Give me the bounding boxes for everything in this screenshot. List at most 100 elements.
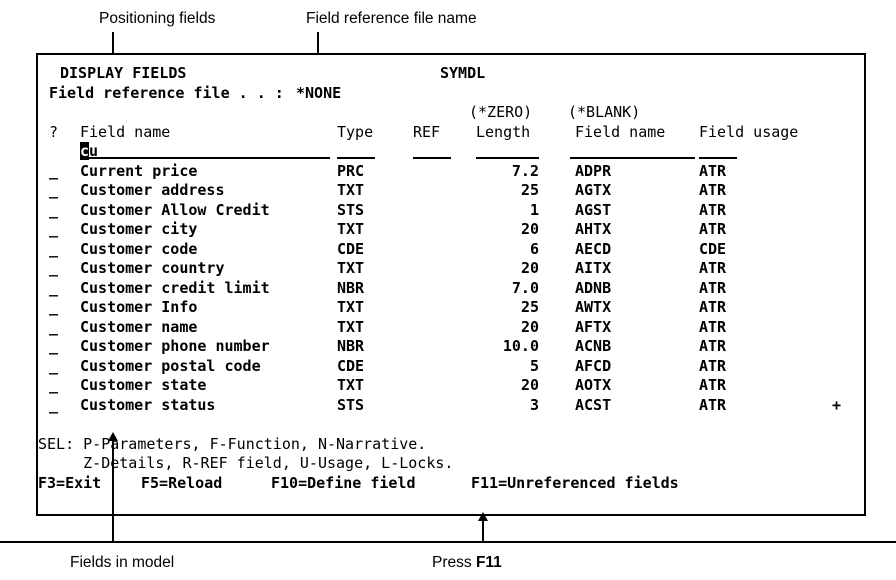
- terminal-row-spacer: [49, 415, 860, 435]
- position-to-input[interactable]: cu: [80, 142, 98, 162]
- row-select-field[interactable]: _: [49, 298, 59, 316]
- rule-type: [337, 157, 375, 159]
- rule-ref: [413, 157, 451, 159]
- row-select-field[interactable]: _: [49, 259, 59, 277]
- terminal-row-column-headers: ? Field name Type REF Length Field name …: [49, 123, 860, 143]
- row-type: CDE: [337, 239, 365, 258]
- row-field-usage: ATR: [699, 200, 727, 219]
- row-type: NBR: [337, 337, 365, 355]
- fieldref-value[interactable]: *NONE: [296, 83, 342, 102]
- row-field-usage: ATR: [699, 298, 727, 316]
- row-ref-field-name: AFCD: [575, 356, 612, 375]
- row-select-field[interactable]: _: [49, 278, 59, 297]
- row-field-usage: ATR: [699, 395, 727, 414]
- row-ref-field-name: ACST: [575, 395, 612, 414]
- row-field-name: Customer phone number: [80, 337, 270, 355]
- position-to-text: u: [89, 142, 99, 160]
- row-length: 20: [520, 376, 539, 394]
- row-select-field[interactable]: _: [49, 317, 59, 336]
- row-select-field[interactable]: _: [49, 376, 59, 394]
- row-type: CDE: [337, 356, 365, 375]
- row-ref-field-name: AFTX: [575, 317, 612, 336]
- leader-press-f11: [482, 520, 484, 541]
- row-select-field[interactable]: _: [49, 356, 59, 375]
- row-select-field[interactable]: _: [49, 200, 59, 219]
- row-field-usage: CDE: [699, 239, 727, 258]
- rule-field-usage: [699, 157, 737, 159]
- screen-title: DISPLAY FIELDS: [60, 64, 187, 82]
- row-field-usage: ATR: [699, 337, 727, 355]
- row-length: 1: [529, 200, 539, 219]
- terminal-row-position-entry: cu: [49, 142, 860, 162]
- row-field-usage: ATR: [699, 220, 727, 238]
- row-field-name: Customer address: [80, 181, 225, 199]
- row-length: 3: [529, 395, 539, 414]
- row-select-field[interactable]: _: [49, 395, 59, 414]
- row-ref-field-name: ADNB: [575, 278, 612, 297]
- row-select-field[interactable]: _: [49, 161, 59, 180]
- column-header-type: Type: [337, 122, 374, 141]
- row-field-usage: ATR: [699, 278, 727, 297]
- row-ref-field-name: AOTX: [575, 376, 612, 394]
- row-field-usage: ATR: [699, 376, 727, 394]
- row-type: PRC: [337, 161, 365, 180]
- row-ref-field-name: AITX: [575, 259, 612, 277]
- row-type: NBR: [337, 278, 365, 297]
- row-select-field[interactable]: _: [49, 181, 59, 199]
- callout-fields-in-model: Fields in model: [70, 554, 175, 571]
- row-field-name: Customer credit limit: [80, 278, 270, 297]
- terminal-row-group-headers: (*ZERO) (*BLANK): [49, 103, 860, 123]
- row-ref-field-name: ACNB: [575, 337, 612, 355]
- row-length: 7.0: [511, 278, 539, 297]
- row-field-name: Customer Info: [80, 298, 198, 316]
- fieldref-label: Field reference file . . :: [49, 83, 284, 102]
- row-ref-field-name: AWTX: [575, 298, 612, 316]
- rule-field-name: [80, 157, 330, 159]
- row-field-name: Customer status: [80, 395, 216, 414]
- group-header-blank: (*BLANK): [568, 103, 641, 121]
- column-header-select: ?: [49, 122, 59, 141]
- row-field-name: Customer postal code: [80, 356, 261, 375]
- terminal-panel: DISPLAY FIELDS SYMDL Field reference fil…: [36, 53, 866, 516]
- row-field-usage: ATR: [699, 259, 727, 277]
- row-select-field[interactable]: _: [49, 337, 59, 355]
- row-length: 5: [529, 356, 539, 375]
- function-key-f5[interactable]: F5=Reload: [141, 473, 223, 492]
- terminal-row-title: DISPLAY FIELDS SYMDL: [49, 64, 860, 84]
- row-length: 25: [520, 181, 539, 199]
- row-field-usage: ATR: [699, 317, 727, 336]
- terminal-row-function-keys: F3=Exit F5=Reload F10=Define field F11=U…: [38, 473, 860, 494]
- row-field-name: Customer name: [80, 317, 198, 336]
- function-key-f11[interactable]: F11=Unreferenced fields: [471, 473, 679, 492]
- row-ref-field-name: ADPR: [575, 161, 612, 180]
- table-row: _ Customer Info TXT 25 AWTX ATR: [49, 298, 860, 318]
- terminal-screen: DISPLAY FIELDS SYMDL Field reference fil…: [38, 64, 860, 514]
- row-field-name: Customer country: [80, 259, 225, 277]
- row-select-field[interactable]: _: [49, 220, 59, 238]
- row-select-field[interactable]: _: [49, 239, 59, 258]
- row-type: TXT: [337, 259, 365, 277]
- function-key-f3[interactable]: F3=Exit: [38, 473, 102, 492]
- cursor-block: c: [80, 142, 90, 160]
- row-field-name: Current price: [80, 161, 198, 180]
- row-type: TXT: [337, 298, 365, 316]
- caption-divider-rule: [0, 541, 896, 543]
- function-key-f10[interactable]: F10=Define field: [271, 473, 416, 492]
- row-type: TXT: [337, 376, 365, 394]
- row-field-name: Customer Allow Credit: [80, 200, 270, 219]
- callout-field-reference-file-name: Field reference file name: [306, 10, 477, 27]
- row-length: 25: [520, 298, 539, 316]
- arrowhead-press-f11: [478, 512, 488, 521]
- model-name: SYMDL: [440, 64, 486, 82]
